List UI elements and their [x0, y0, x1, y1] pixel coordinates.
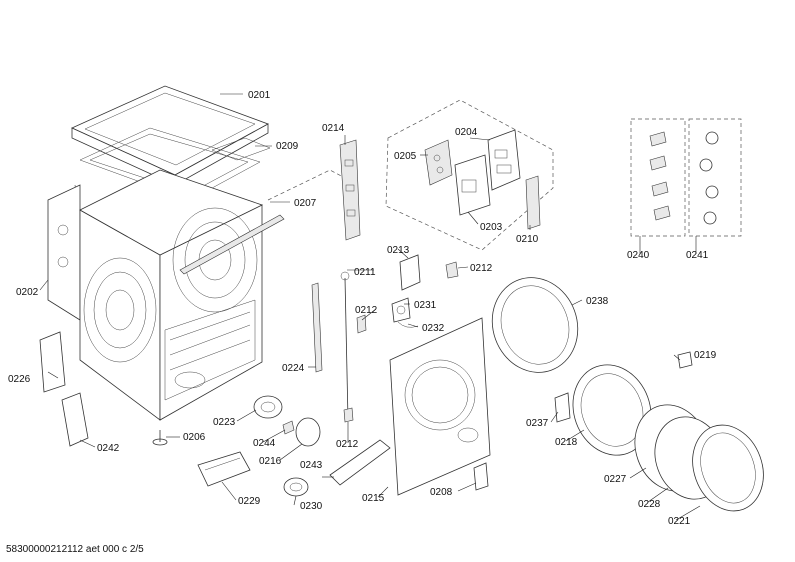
leader-lines — [39, 93, 701, 521]
callout-0244: 0244 — [253, 438, 276, 449]
callout-0238: 0238 — [586, 296, 609, 307]
control-board-0204-part — [487, 129, 521, 191]
callout-0208: 0208 — [430, 487, 453, 498]
cross-rail-part — [179, 214, 285, 275]
front-panel-part — [389, 317, 491, 496]
module-0205-part — [424, 139, 453, 186]
clip-0212c-part — [343, 407, 354, 423]
callout-0226: 0226 — [8, 374, 31, 385]
callout-0214: 0214 — [322, 123, 345, 134]
clip-0212-part — [445, 261, 459, 279]
callout-0210: 0210 — [516, 234, 539, 245]
callout-0240: 0240 — [627, 250, 650, 261]
module-0242-part — [61, 392, 89, 447]
callout-0230: 0230 — [300, 501, 323, 512]
power-module-0203-part — [454, 154, 491, 216]
cap-0230-part — [283, 477, 309, 497]
callout-0241: 0241 — [686, 250, 709, 261]
strip-0214-part — [339, 139, 361, 241]
rear-panel-part — [211, 137, 271, 161]
base-0229-part — [197, 451, 251, 487]
clip-set-0241 — [699, 131, 719, 225]
door-cover-0221-part — [692, 424, 764, 512]
callout-0202: 0202 — [16, 287, 39, 298]
cable-0232-part — [397, 321, 419, 328]
lock-0231-part — [391, 297, 411, 323]
screw-set-0240 — [649, 131, 671, 221]
top-lid-part — [71, 85, 269, 186]
clip-0212b-part — [356, 314, 367, 334]
callout-0224: 0224 — [282, 363, 305, 374]
callout-0213: 0213 — [387, 245, 410, 256]
callout-0243: 0243 — [300, 460, 323, 471]
callout-0231: 0231 — [414, 300, 437, 311]
callout-0215: 0215 — [362, 493, 385, 504]
foot-0206-part — [152, 430, 168, 446]
knob-0219-part — [677, 351, 693, 369]
hinge-0237-part — [554, 392, 571, 423]
callout-0242: 0242 — [97, 443, 120, 454]
callout-0211: 0211 — [354, 267, 376, 278]
callout-0223: 0223 — [213, 417, 236, 428]
callout-0219: 0219 — [694, 350, 717, 361]
callout-0221: 0221 — [668, 516, 691, 527]
callout-0216: 0216 — [259, 456, 282, 467]
latch-0208-part — [473, 462, 489, 491]
callout-0228: 0228 — [638, 499, 661, 510]
document-reference-footer: 58300000212112 aet 000 c 2/5 — [6, 544, 144, 555]
callout-0212-c: 0212 — [336, 439, 359, 450]
callout-0232: 0232 — [422, 323, 445, 334]
callout-0209: 0209 — [276, 141, 299, 152]
callout-0204: 0204 — [455, 127, 478, 138]
callout-0218: 0218 — [555, 437, 578, 448]
callout-0212-a: 0212 — [470, 263, 493, 274]
strip-0243-part — [329, 439, 391, 486]
door-ring-0238-part — [491, 277, 579, 373]
callout-0205: 0205 — [394, 151, 417, 162]
group-0240-outline — [630, 118, 686, 237]
hose-0211-part — [340, 271, 350, 421]
connector-0210-part — [525, 175, 541, 230]
callout-0207: 0207 — [294, 198, 317, 209]
callout-0203: 0203 — [480, 222, 503, 233]
motor-0223-part — [253, 395, 283, 419]
callout-0229: 0229 — [238, 496, 261, 507]
callout-0237: 0237 — [526, 418, 549, 429]
cabinet-housing-part — [47, 169, 264, 421]
callout-0227: 0227 — [604, 474, 627, 485]
disc-0216-part — [295, 417, 321, 447]
pump-0226-part — [39, 331, 66, 393]
tub-guide-dashed-line — [267, 169, 346, 201]
callout-0201: 0201 — [248, 90, 271, 101]
callout-0212-b: 0212 — [355, 305, 378, 316]
electronics-group-outline — [385, 99, 554, 251]
bracket-0213-part — [399, 254, 421, 291]
callout-0206: 0206 — [183, 432, 206, 443]
clip-0244-part — [282, 420, 295, 435]
rod-0224-part — [311, 282, 323, 373]
door-frame-0218-part — [572, 364, 652, 456]
